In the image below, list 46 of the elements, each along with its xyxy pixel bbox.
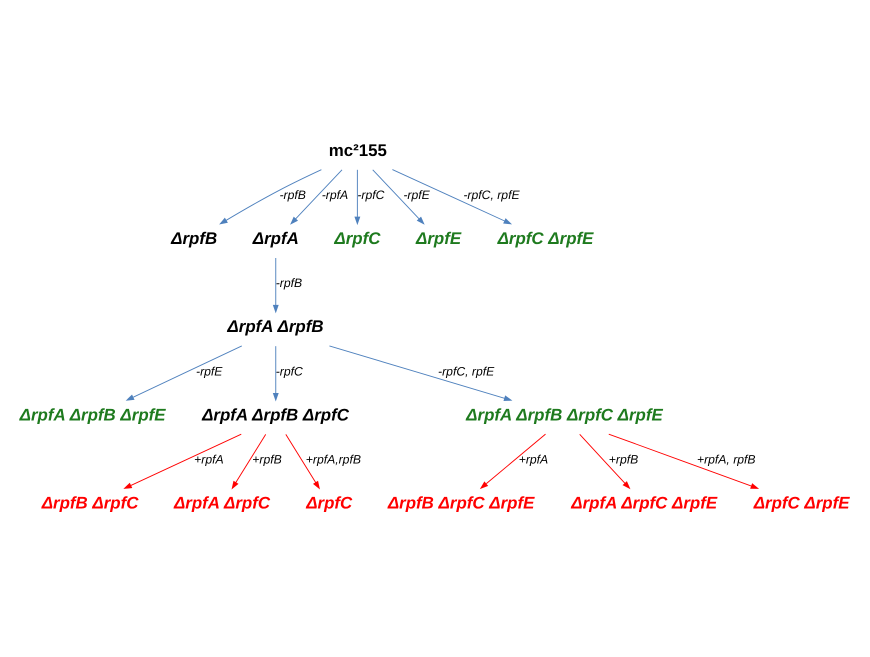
arrow: [328, 345, 512, 401]
edge-label: +rpfA: [194, 452, 224, 466]
edge-label: -rpfC: [276, 364, 303, 378]
arrow: [579, 433, 630, 489]
arrow: [480, 433, 546, 489]
arrow: [354, 168, 360, 225]
arrow: [272, 257, 279, 313]
node-text: ΔrpfA ΔrpfC ΔrpfE: [571, 493, 718, 512]
edge-label: -rpfE: [403, 187, 430, 202]
arrow: [232, 433, 266, 489]
edge-label: +rpfB: [252, 452, 282, 466]
node-text: ΔrpfB ΔrpfC ΔrpfE: [388, 493, 534, 512]
arrow: [285, 433, 320, 489]
edge-label: +rpfA: [518, 452, 548, 466]
node-text: ΔrpfB ΔrpfC: [42, 493, 138, 512]
edge-label: -rpfC: [357, 187, 384, 202]
edge-label: +rpfA,rpfB: [306, 452, 361, 466]
arrow: [219, 168, 322, 224]
arrow: [123, 433, 242, 488]
arrow: [372, 168, 425, 224]
edge-label: -rpfB: [280, 187, 306, 202]
node-text: ΔrpfC ΔrpfE: [498, 228, 594, 248]
node-text: ΔrpfA: [252, 228, 299, 248]
edge-label: -rpfC, rpfE: [463, 187, 520, 202]
edge-label: -rpfC, rpfE: [438, 364, 494, 378]
node-text: ΔrpfC: [306, 493, 352, 512]
edge-label: -rpfA: [322, 187, 348, 202]
arrow: [392, 168, 512, 224]
arrow: [126, 345, 242, 400]
node-text: ΔrpfC: [334, 228, 380, 248]
node-text: ΔrpfA ΔrpfC: [174, 493, 270, 512]
node-text: ΔrpfC ΔrpfE: [754, 493, 850, 512]
node-text: ΔrpfA ΔrpfB ΔrpfE: [20, 404, 166, 424]
edge-label: +rpfB: [608, 452, 638, 466]
edge-label: -rpfE: [196, 364, 222, 378]
arrow: [272, 345, 279, 401]
edge-label: +rpfA, rpfB: [696, 452, 756, 466]
arrow: [608, 433, 760, 488]
node-text: mc²155: [328, 140, 387, 160]
node-text: ΔrpfA ΔrpfB ΔrpfC ΔrpfE: [466, 404, 663, 424]
edge-label: -rpfB: [276, 276, 302, 290]
node-text: ΔrpfA ΔrpfB ΔrpfC: [202, 404, 349, 424]
node-text: ΔrpfA ΔrpfB: [227, 316, 324, 336]
node-text: ΔrpfE: [416, 228, 462, 248]
arrow: [290, 168, 342, 224]
node-text: ΔrpfB: [171, 228, 218, 248]
